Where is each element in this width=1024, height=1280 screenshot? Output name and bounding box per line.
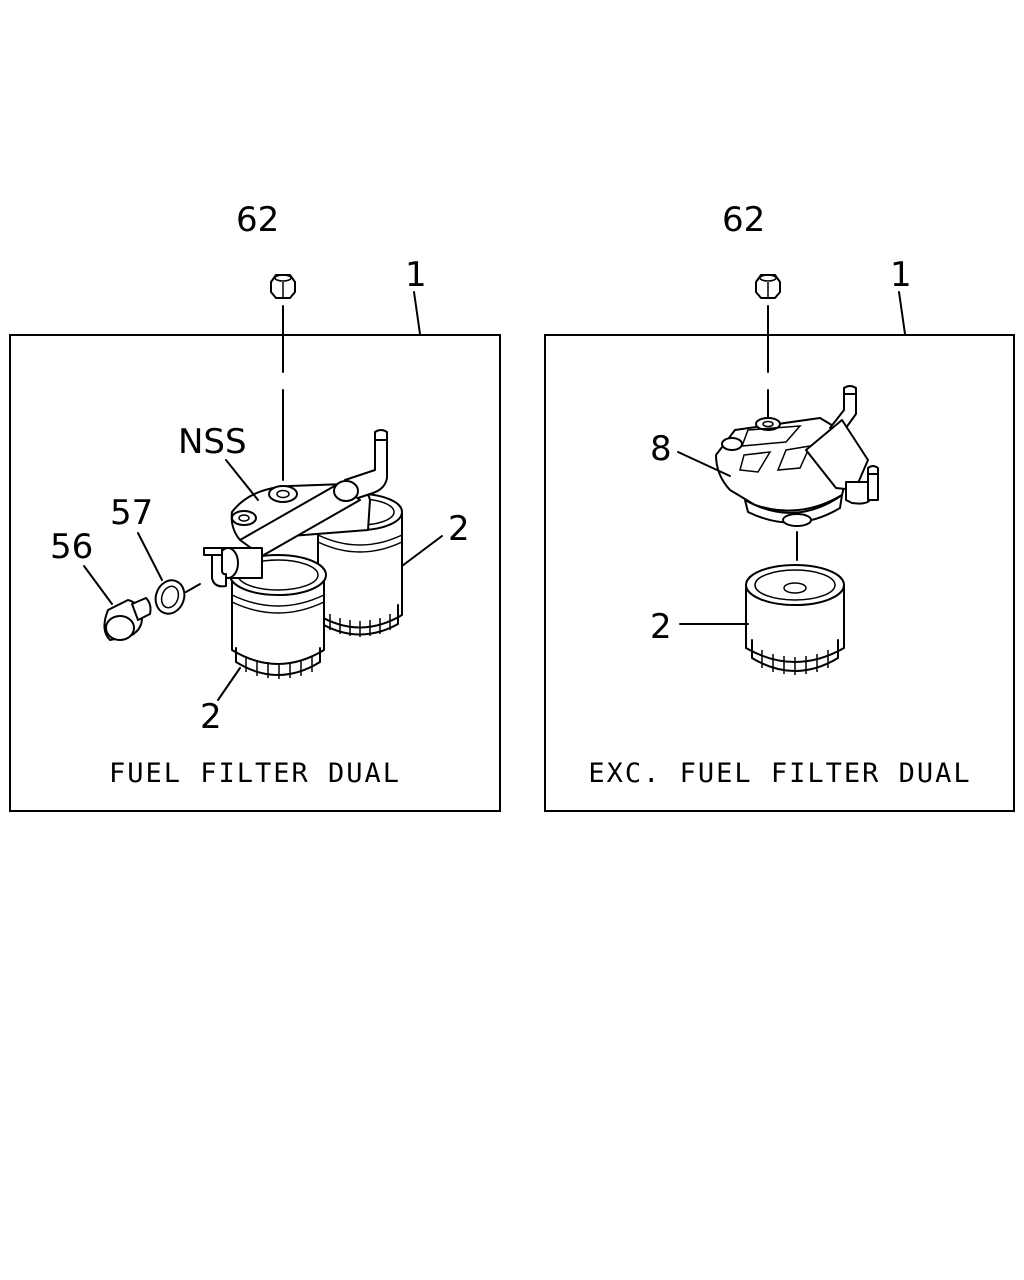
left-panel-caption: FUEL FILTER DUAL (109, 758, 401, 789)
callout-1-leader (413, 291, 421, 335)
filter-canister-left (203, 547, 327, 679)
right-panel-frame (544, 334, 1015, 812)
right-panel: 62 1 (544, 200, 1015, 812)
callout-62-right: 62 (722, 200, 765, 240)
nut-icon (270, 274, 296, 299)
callout-8: 8 (650, 429, 672, 469)
callout-2-left-filter: 2 (200, 697, 222, 737)
callout-62-left: 62 (236, 200, 279, 240)
nut-icon-right (755, 274, 781, 299)
gasket-leader-line (185, 583, 201, 593)
left-panel-frame (9, 334, 501, 812)
filter-head (230, 429, 388, 557)
callout-1-right-leader (898, 291, 906, 335)
filter-canister-single (745, 564, 845, 675)
callout-1-left: 1 (405, 255, 427, 295)
callout-nss: NSS (178, 422, 247, 462)
callout-2-single-filter: 2 (650, 607, 672, 647)
callout-1-right: 1 (890, 255, 912, 295)
callout-8-leader (677, 451, 731, 477)
callout-57: 57 (110, 493, 153, 533)
callout-56: 56 (50, 527, 93, 567)
right-panel-caption: EXC. FUEL FILTER DUAL (588, 758, 971, 789)
callout-nss-leader (225, 459, 259, 501)
drain-plug-icon (103, 597, 152, 641)
callout-2-right-filter: 2 (448, 509, 470, 549)
callout-57-leader (137, 532, 163, 581)
callout-2-left-leader (217, 667, 241, 701)
callout-56-leader (83, 565, 113, 605)
left-panel: 62 1 (9, 200, 501, 812)
callout-2-right-leader (401, 535, 443, 567)
filter-head-single (715, 385, 879, 527)
gasket-ring-icon (154, 579, 186, 615)
